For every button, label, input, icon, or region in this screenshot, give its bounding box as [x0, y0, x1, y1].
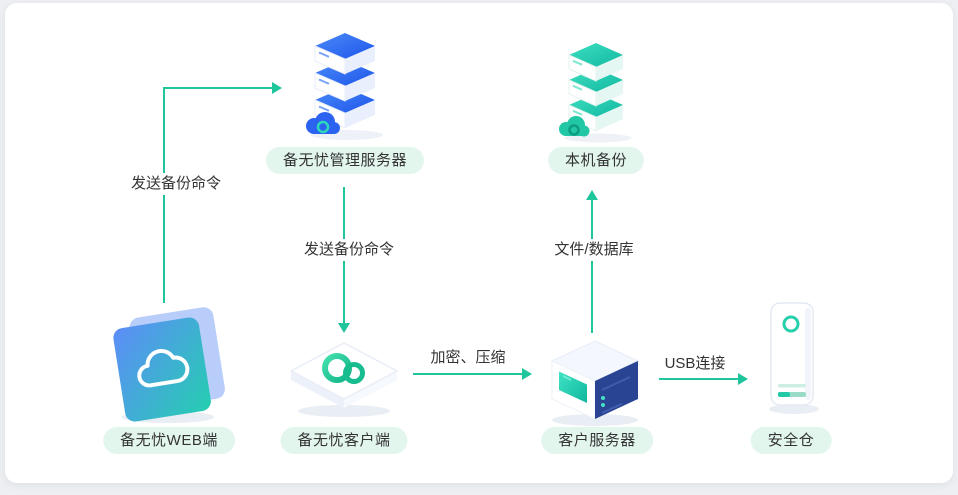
edge-label-file-database: 文件/数据库 — [548, 239, 640, 261]
diagram-card: 发送备份命令 发送备份命令 加密、压缩 文件/数据库 USB连接 — [5, 3, 953, 483]
node-label-management-server: 备无忧管理服务器 — [265, 147, 425, 174]
arrowhead-right-icon — [522, 368, 532, 380]
local-backup-server-icon — [559, 43, 631, 143]
cloud-outline-icon — [137, 349, 190, 388]
node-label-web-client: 备无忧WEB端 — [103, 427, 235, 454]
arrowhead-up-icon — [586, 190, 598, 200]
edge-label-send-backup-command-management: 发送备份命令 — [297, 239, 401, 261]
customer-server-icon — [550, 340, 640, 426]
edge-client-to-customer-server-line — [413, 373, 523, 375]
edge-customer-server-to-local-backup-line — [591, 199, 593, 333]
client-platform-icon — [290, 342, 398, 417]
edge-customer-server-to-secure-vault-line — [659, 378, 739, 380]
node-label-client: 备无忧客户端 — [280, 427, 408, 454]
edge-label-encrypt-compress: 加密、压缩 — [424, 347, 512, 369]
sync-cloud-icon — [559, 116, 590, 137]
node-label-secure-vault: 安全仓 — [750, 427, 832, 454]
web-client-icon — [113, 307, 225, 424]
edge-label-usb-connection: USB连接 — [658, 353, 732, 375]
management-server-icon — [306, 33, 383, 140]
edge-web-to-management-horizontal-line — [163, 87, 273, 89]
ring-logo-icon — [782, 315, 800, 333]
arrowhead-right-icon — [738, 373, 748, 385]
node-label-local-backup: 本机备份 — [547, 147, 645, 174]
sync-cloud-icon — [306, 112, 340, 134]
arrowhead-down-icon — [338, 323, 350, 333]
edge-web-to-management-vertical-line — [163, 87, 165, 303]
node-label-customer-server: 客户服务器 — [541, 427, 653, 454]
arrowhead-right-icon — [272, 82, 282, 94]
cloud-rings-logo-icon — [322, 353, 365, 384]
secure-vault-icon — [769, 302, 819, 414]
edge-label-send-backup-command-web: 发送备份命令 — [124, 173, 228, 195]
